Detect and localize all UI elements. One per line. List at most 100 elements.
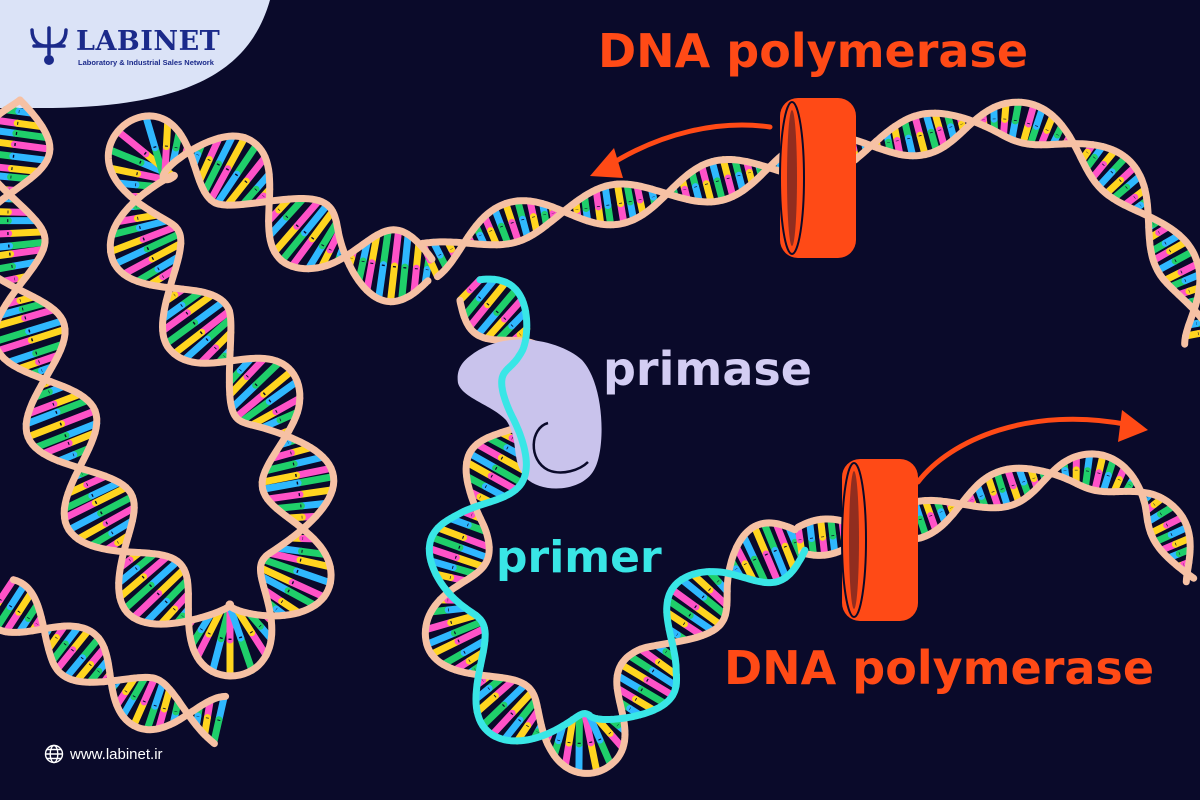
base-pair xyxy=(0,327,33,344)
base-pair xyxy=(147,557,182,589)
base-pair xyxy=(69,626,93,654)
base-pair-gap xyxy=(657,660,661,664)
base-pair xyxy=(686,611,717,635)
arrow-polymerase-top-direction xyxy=(602,122,773,171)
base-pair xyxy=(290,453,327,468)
primase-enzyme xyxy=(457,339,602,489)
base-pair xyxy=(293,197,323,230)
base-pair xyxy=(456,544,492,562)
footer-website: www.labinet.ir xyxy=(44,744,163,764)
base-pair-gap xyxy=(199,331,203,335)
base-pair xyxy=(232,390,268,421)
base-pair-gap xyxy=(148,584,153,588)
website-url[interactable]: www.labinet.ir xyxy=(70,745,163,763)
base-pair xyxy=(53,646,77,673)
base-pair xyxy=(142,597,171,627)
base-pair xyxy=(613,672,645,694)
base-pair xyxy=(296,556,334,571)
base-pair xyxy=(379,226,392,269)
base-pair xyxy=(203,315,235,343)
base-pair xyxy=(58,407,99,428)
base-pair xyxy=(97,493,136,517)
base-pair xyxy=(120,255,156,278)
base-pair xyxy=(198,307,233,336)
base-pair xyxy=(296,486,336,498)
base-pair xyxy=(183,291,216,317)
base-pair-gap xyxy=(80,656,84,660)
base-pair-gap xyxy=(139,160,142,164)
base-pair-gap xyxy=(486,302,490,306)
base-pair xyxy=(130,698,148,730)
base-pair xyxy=(139,223,180,243)
base-pair xyxy=(474,308,501,339)
base-pair xyxy=(91,483,130,507)
base-pair-gap xyxy=(214,346,217,350)
base-pair-gap xyxy=(143,151,147,156)
base-pair xyxy=(0,151,17,160)
polymerase-face xyxy=(779,101,805,255)
base-pair-gap xyxy=(311,236,315,240)
base-pair xyxy=(304,242,326,273)
base-pair xyxy=(391,226,403,270)
base-pair-gap xyxy=(321,244,325,247)
label-primase: primase xyxy=(603,342,812,396)
base-pair xyxy=(159,309,191,335)
base-pair xyxy=(116,573,148,601)
base-pair xyxy=(301,201,331,237)
base-pair xyxy=(266,549,304,564)
base-pair xyxy=(0,603,14,630)
base-pair-gap xyxy=(708,588,711,591)
base-pair-gap xyxy=(254,383,258,387)
base-pair xyxy=(148,240,185,263)
base-pair-gap xyxy=(510,324,514,327)
base-pair xyxy=(488,709,516,739)
brand-tagline: Laboratory & Industrial Sales Network xyxy=(78,58,214,67)
base-pair-gap xyxy=(495,310,499,314)
base-pair xyxy=(0,576,17,604)
brand-name: LABINET xyxy=(76,26,221,57)
base-pair xyxy=(643,676,677,699)
base-pair xyxy=(53,396,92,416)
base-pair xyxy=(0,117,21,127)
base-pair xyxy=(278,229,309,265)
base-pair xyxy=(259,555,301,575)
base-pair-gap xyxy=(254,188,258,191)
label-primer: primer xyxy=(496,532,662,583)
base-pair xyxy=(452,554,487,571)
base-pair xyxy=(31,431,70,452)
base-pair xyxy=(162,117,172,151)
base-pair-gap xyxy=(63,643,67,646)
polymerase-hole xyxy=(787,110,797,246)
base-pair-gap xyxy=(510,712,514,716)
base-pair xyxy=(483,315,508,343)
base-pair-gap xyxy=(494,466,498,471)
base-pair xyxy=(61,499,99,522)
base-pair-gap xyxy=(105,521,109,525)
base-pair xyxy=(162,319,199,348)
base-pair xyxy=(750,555,769,586)
base-pair-gap xyxy=(71,648,74,652)
base-pair xyxy=(465,301,492,331)
base-pair-gap xyxy=(17,610,21,613)
base-pair xyxy=(50,390,84,408)
base-pair xyxy=(5,349,40,366)
base-pair xyxy=(79,634,103,662)
base-pair-gap xyxy=(287,589,290,593)
base-pair xyxy=(215,692,228,724)
base-pair xyxy=(201,160,223,196)
base-pair xyxy=(242,153,269,185)
base-pair xyxy=(363,259,376,294)
base-pair-gap xyxy=(275,409,278,413)
dna-strand-left-a xyxy=(0,96,436,680)
base-pair xyxy=(771,546,790,581)
base-pair xyxy=(423,629,458,648)
primase-active-site xyxy=(532,421,589,474)
base-pair xyxy=(375,261,387,303)
base-pair xyxy=(140,552,171,581)
base-pair-gap xyxy=(59,422,63,426)
base-pair xyxy=(625,652,657,675)
base-pair xyxy=(398,263,409,304)
base-pair xyxy=(155,565,188,597)
base-pair xyxy=(0,138,18,148)
base-pair xyxy=(215,132,237,168)
